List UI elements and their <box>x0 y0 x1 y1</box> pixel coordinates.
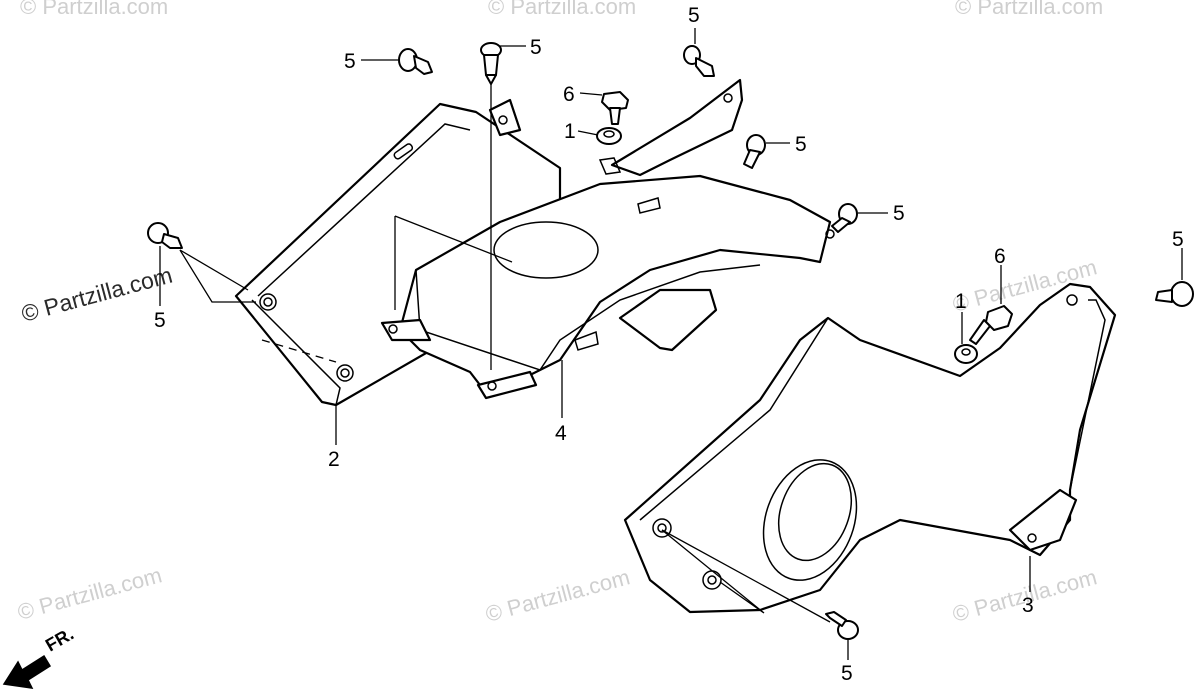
callout-6: 6 <box>563 83 575 106</box>
fasteners <box>147 42 1194 640</box>
callout-2: 2 <box>328 448 340 471</box>
callout-1: 1 <box>955 290 967 313</box>
washer-icon <box>954 344 978 364</box>
bolt-icon <box>969 305 1013 345</box>
watermark-text: © Partzilla.com <box>20 0 168 19</box>
part-3-right-cover <box>623 282 1117 614</box>
callout-5: 5 <box>1172 228 1184 251</box>
callout-5: 5 <box>795 133 807 156</box>
clip-icon <box>683 45 715 77</box>
bolt-icon <box>601 91 629 125</box>
clip-icon <box>825 611 859 640</box>
clip-icon <box>831 203 858 233</box>
watermark-text: © Partzilla.com <box>955 0 1103 19</box>
leader-lines <box>159 28 1183 660</box>
front-direction-label: FR. <box>42 624 77 656</box>
callout-6: 6 <box>994 245 1006 268</box>
arrow-icon <box>2 654 52 689</box>
callout-5: 5 <box>893 202 905 225</box>
part-4-center-cover <box>380 78 835 400</box>
clip-icon <box>743 134 766 169</box>
callout-5: 5 <box>841 662 853 685</box>
washer-icon <box>596 127 622 145</box>
callouts: 5 5 5 6 1 5 5 5 2 4 5 6 1 3 5 <box>154 4 1184 685</box>
clip-icon <box>147 222 183 249</box>
callout-3: 3 <box>1022 594 1034 617</box>
callout-5: 5 <box>154 309 166 332</box>
callout-1: 1 <box>564 120 576 143</box>
watermark-text: © Partzilla.com <box>15 562 165 625</box>
callout-5: 5 <box>344 50 356 73</box>
watermark-text-strong: © Partzilla.com <box>19 262 175 327</box>
callout-5: 5 <box>530 36 542 59</box>
callout-5: 5 <box>688 4 700 27</box>
callout-4: 4 <box>555 422 567 445</box>
front-direction-arrow: FR. <box>2 624 77 689</box>
clip-icon <box>1155 281 1194 307</box>
clip-icon <box>480 42 502 85</box>
clip-icon <box>398 48 433 75</box>
watermark-text: © Partzilla.com <box>483 564 633 627</box>
watermark-text: © Partzilla.com <box>488 0 636 19</box>
